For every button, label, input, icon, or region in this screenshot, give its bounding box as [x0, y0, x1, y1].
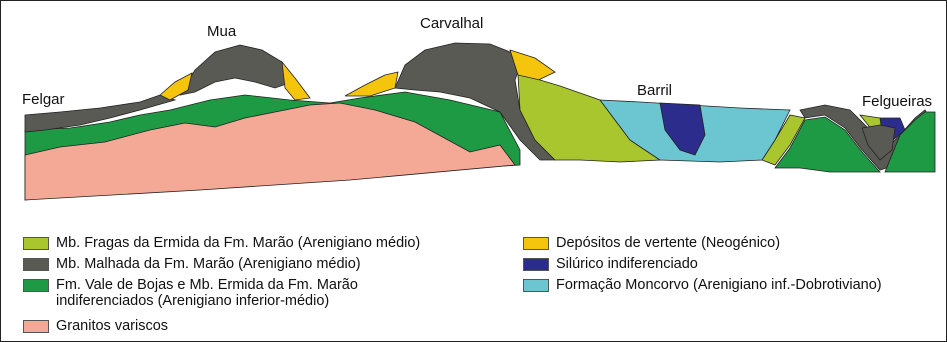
legend-label-moncorvo: Formação Moncorvo (Arenigiano inf.-Dobro… — [556, 277, 882, 293]
legend-swatch-silurico — [523, 258, 549, 271]
unit-malhada-felgar — [24, 94, 177, 133]
place-carvalhal: Carvalhal — [420, 15, 483, 32]
legend-item-silurico: Silúrico indiferenciado — [523, 256, 698, 272]
legend-label-malhada: Mb. Malhada da Fm. Marão (Arenigiano méd… — [56, 256, 361, 272]
legend-label-fragas: Mb. Fragas da Ermida da Fm. Marão (Areni… — [56, 235, 421, 251]
unit-fragas-carvalhal — [517, 74, 662, 163]
unit-malhada-mua — [179, 44, 293, 96]
unit-fold-inner — [861, 124, 896, 161]
legend-label-vale-de-bojas-line1: Fm. Vale de Bojas e Mb. Ermida da Fm. Ma… — [56, 277, 358, 293]
legend-swatch-vale-de-bojas — [23, 279, 49, 292]
unit-depositos-mua-left — [159, 72, 193, 101]
legend-item-moncorvo: Formação Moncorvo (Arenigiano inf.-Dobro… — [523, 277, 882, 293]
legend-label-vale-de-bojas: Fm. Vale de Bojas e Mb. Ermida da Fm. Ma… — [56, 277, 358, 309]
unit-granitos — [24, 102, 516, 201]
legend-label-vale-de-bojas-line2: indiferenciados (Arenigiano inferior-méd… — [56, 293, 330, 309]
place-felgueiras: Felgueiras — [862, 93, 932, 110]
legend-item-depositos: Depósitos de vertente (Neogénico) — [523, 235, 780, 251]
legend-swatch-granitos — [23, 320, 49, 333]
legend-label-silurico: Silúrico indiferenciado — [556, 256, 698, 272]
legend-swatch-fragas — [23, 237, 49, 250]
legend-item-malhada: Mb. Malhada da Fm. Marão (Arenigiano méd… — [23, 256, 361, 272]
place-mua: Mua — [207, 23, 237, 40]
legend-swatch-moncorvo — [523, 279, 549, 292]
legend-swatch-malhada — [23, 258, 49, 271]
unit-depositos-carvalhal-left — [344, 71, 399, 97]
unit-vale-de-bojas-fold-core — [884, 111, 936, 173]
legend-item-vale-de-bojas: Fm. Vale de Bojas e Mb. Ermida da Fm. Ma… — [23, 277, 358, 309]
unit-vale-de-bojas-east — [774, 116, 881, 173]
legend-swatch-depositos — [523, 237, 549, 250]
unit-depositos-mua-right — [281, 60, 311, 101]
legend-item-granitos: Granitos variscos — [23, 318, 168, 334]
legend-item-fragas: Mb. Fragas da Ermida da Fm. Marão (Areni… — [23, 235, 420, 251]
place-barril: Barril — [637, 82, 672, 99]
legend-label-granitos: Granitos variscos — [56, 318, 169, 334]
legend-label-depositos: Depósitos de vertente (Neogénico) — [556, 235, 781, 251]
unit-silurico-barril — [659, 102, 706, 156]
place-felgar: Felgar — [22, 91, 65, 108]
